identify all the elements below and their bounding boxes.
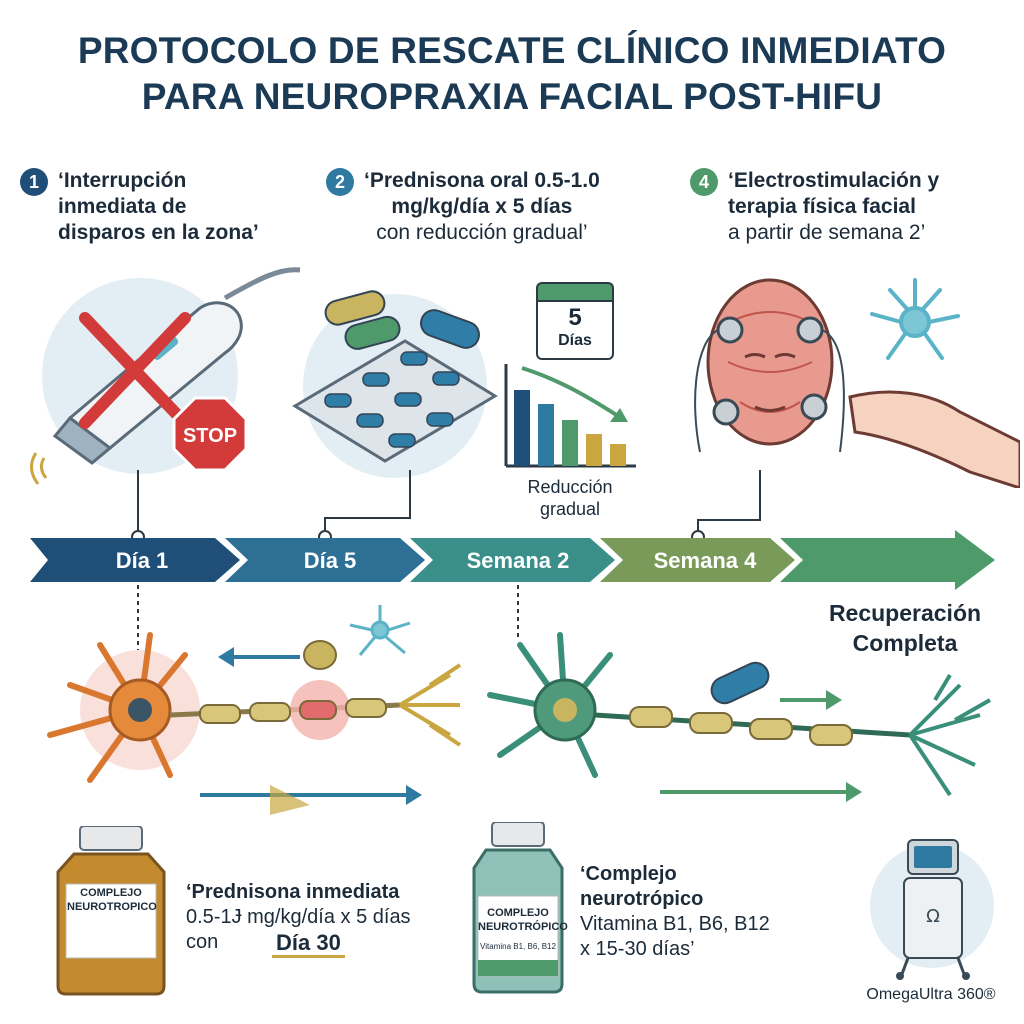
left-text-line-3: con (186, 931, 219, 953)
electrode-icon (712, 316, 828, 426)
recovery-label: Recuperación Completa (800, 598, 1010, 658)
healthy-axon-icon (594, 673, 991, 797)
recovery-line-2: Completa (852, 630, 958, 656)
timeline-segment-5 (780, 530, 995, 590)
neuron-recovery-illustration (47, 605, 991, 815)
step-4-line-3: a partir de semana 2’ (728, 221, 926, 244)
recovery-line-1: Recuperación (828, 600, 982, 626)
mid-bottle-label-line-3: Vitamina B1, B6, B12 (480, 942, 556, 951)
arrow-right-icon (200, 785, 422, 815)
step-1-number: 1 (20, 168, 48, 196)
electrostimulation-illustration (694, 278, 1020, 488)
hifu-handpiece-icon (52, 301, 243, 465)
left-text-highlight: Día 30 (272, 930, 345, 958)
timeline-label-week-2: Semana 2 (466, 548, 570, 573)
left-text-line-2: 0.5-1Ɉ mg/kg/día x 5 días (186, 906, 411, 928)
calendar-icon: 5 Días (536, 276, 614, 360)
bar-5 (610, 444, 626, 466)
cable-icon (223, 267, 301, 301)
step-1-line-3: disparos en la zona’ (58, 221, 259, 244)
mid-text-line-2: neurotrópico (580, 888, 704, 910)
timeline-label-day-5: Día 5 (303, 548, 357, 573)
step-2-line-3: con reducción gradual’ (376, 221, 588, 244)
step-4: 4 ‘Electrostimulación y terapia física f… (690, 168, 939, 246)
step-1-line-2: inmediata de (58, 195, 187, 218)
ultrasound-waves-icon (30, 452, 48, 485)
reduction-caption: Reducción gradual (505, 476, 635, 520)
title-line-1: PROTOCOLO DE RESCATE CLÍNICO INMEDIATO (77, 30, 947, 71)
electrode-wires-icon (694, 329, 845, 453)
trend-arrow-icon (521, 366, 620, 418)
dose-reduction-bars (504, 364, 636, 468)
mid-text-line-3: Vitamina B1, B6, B12 (580, 913, 770, 935)
cross-icon (79, 312, 191, 429)
step-4-number: 4 (690, 168, 718, 196)
left-text-line-1: ‘Prednisona inmediata (186, 881, 400, 903)
step-2: 2 ‘Prednisona oral 0.5-1.0 mg/kg/día x 5… (326, 168, 600, 246)
step-2-number: 2 (326, 168, 354, 196)
hifu-stop-illustration: STOP (30, 267, 301, 485)
timeline-segment-1 (30, 538, 240, 582)
blister-pack-icon (292, 339, 498, 463)
title-line-2: PARA NEUROPRAXIA FACIAL POST-HIFU (141, 76, 883, 117)
page-title: PROTOCOLO DE RESCATE CLÍNICO INMEDIATO P… (0, 28, 1024, 120)
bar-2 (538, 404, 554, 466)
timeline-arrow (30, 530, 995, 590)
supplement-bottle-icon (56, 826, 166, 996)
reduction-caption-line-1: Reducción (527, 477, 613, 497)
left-bottle-label-line-1: COMPLEJO (80, 887, 142, 899)
capsule-icon (303, 640, 337, 670)
calendar-unit: Días (558, 332, 592, 349)
timeline-label-day-1: Día 1 (115, 548, 169, 573)
reduction-caption-line-2: gradual (539, 499, 601, 519)
left-bottle-label-line-2: NEUROTROPICO (67, 901, 157, 913)
stop-sign-icon: STOP (172, 396, 248, 472)
mid-bottle-label-line-1: COMPLEJO (487, 907, 549, 919)
step-4-line-1: ‘Electrostimulación y (728, 169, 940, 192)
mid-text-line-1: ‘Complejo (580, 863, 677, 885)
neurotropic-bottle-icon (472, 822, 564, 994)
prednisone-pills-illustration (292, 290, 498, 478)
device-logo: Ω (926, 906, 940, 927)
step-4-line-2: terapia física facial (728, 195, 916, 218)
damaged-neuron-icon (47, 632, 200, 783)
timeline-label-week-4: Semana 4 (653, 548, 757, 573)
ultrasound-device-icon: Ω (870, 839, 994, 980)
mid-protocol-text: ‘Complejo neurotrópico Vitamina B1, B6, … (580, 862, 770, 962)
mid-text-line-4: x 15-30 días’ (580, 938, 695, 960)
step-1-line-1: ‘Interrupción (58, 169, 187, 192)
timeline-segment-4 (600, 538, 795, 582)
glial-cell-icon (349, 605, 411, 656)
neuron-icon (870, 278, 960, 360)
damaged-axon-icon (169, 663, 462, 747)
bar-3 (562, 420, 578, 466)
calendar-value: 5 (568, 304, 582, 331)
left-protocol-text: ‘Prednisona inmediata 0.5-1Ɉ mg/kg/día x… (186, 880, 411, 958)
therapist-hand-icon (848, 390, 1020, 488)
step-2-line-1: ‘Prednisona oral 0.5-1.0 (364, 169, 600, 192)
timeline-segment-3 (410, 538, 615, 582)
arrow-left-icon (218, 647, 300, 667)
timeline-segment-2 (225, 538, 425, 582)
step-2-line-2: mg/kg/día x 5 días (391, 195, 573, 218)
healthy-neuron-icon (487, 632, 613, 778)
capsule-icon (324, 290, 480, 350)
stop-sign-text: STOP (183, 425, 237, 447)
mid-bottle-label-line-2: NEUROTRÓPICO (478, 921, 568, 933)
arrow-right-icon (660, 690, 862, 802)
mid-bottle-label: COMPLEJO NEUROTRÓPICO Vitamina B1, B6, B… (478, 906, 568, 954)
device-label: OmegaUltra 360® (866, 986, 996, 1003)
left-bottle-label: COMPLEJO NEUROTROPICO (67, 886, 157, 914)
capsule-icon (710, 661, 770, 705)
bar-4 (586, 434, 602, 466)
step-1: 1 ‘Interrupción inmediata de disparos en… (20, 168, 259, 246)
bar-1 (514, 390, 530, 466)
